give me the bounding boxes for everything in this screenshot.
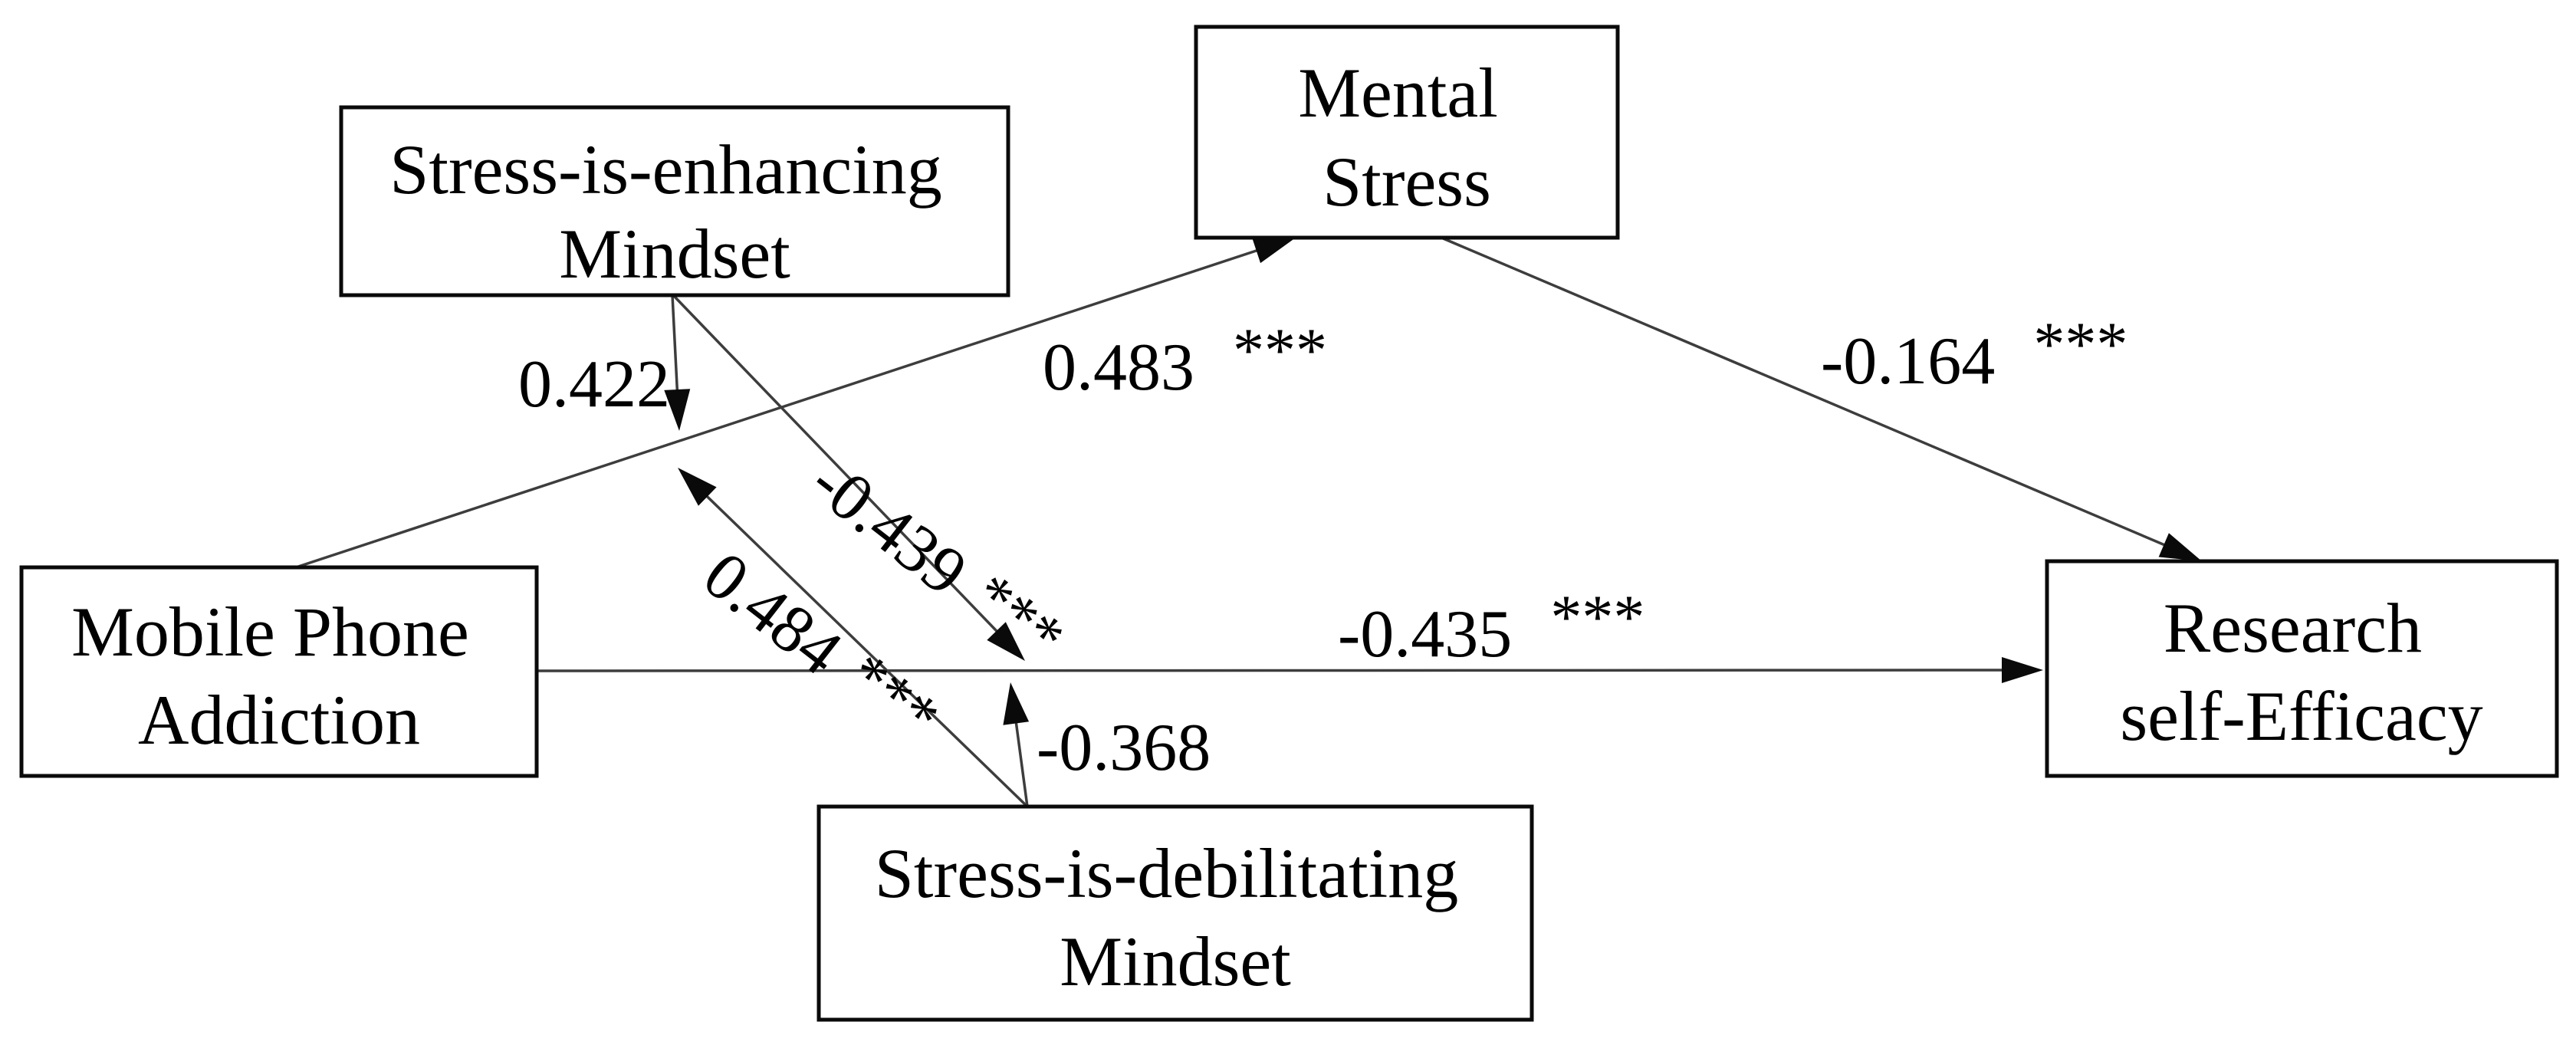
box-mobile-phone-addiction-border — [19, 565, 539, 778]
box-mental-stress-border — [1194, 25, 1620, 240]
arrow-mpa-to-rse-head — [2002, 657, 2043, 683]
box-stress-is-enhancing-mindset: Stress-is-enhancing Mindset — [339, 105, 1010, 297]
box-mobile-phone-addiction: Mobile Phone Addiction — [19, 565, 539, 778]
box-stress-is-debilitating-mindset-label: Stress-is-debilitating Mindset — [875, 834, 1476, 1001]
coef-minus0368-label: -0.368 — [1037, 711, 1211, 785]
arrow-debilitating-to-stress-path-head — [678, 468, 717, 506]
arrow-mpa-to-rse-line — [536, 669, 2029, 672]
box-research-self-efficacy-border — [2045, 559, 2559, 778]
box-stress-is-debilitating-mindset-border — [816, 804, 1534, 1022]
coef-minus0164-label: -0.164 *** — [1821, 309, 2128, 399]
box-mental-stress: Mental Stress — [1194, 25, 1620, 240]
box-stress-is-debilitating-mindset: Stress-is-debilitating Mindset — [816, 804, 1534, 1022]
box-mental-stress-label: Mental Stress — [1298, 54, 1516, 221]
box-stress-is-enhancing-mindset-border — [339, 105, 1010, 297]
box-research-self-efficacy: Research self-Efficacy — [2045, 559, 2559, 778]
arrow-enhancing-to-rse-path-head — [987, 622, 1025, 661]
arrow-debilitating-to-stress-path-line — [687, 477, 1029, 808]
arrow-mpa-to-mental-stress-head — [1252, 238, 1296, 264]
box-research-self-efficacy-label: Research self-Efficacy — [2120, 589, 2482, 755]
coef-minus0435-label: -0.435 *** — [1338, 582, 1644, 672]
arrow-enhancing-to-rse-path-line — [672, 294, 1016, 651]
box-stress-is-enhancing-mindset-label: Stress-is-enhancing Mindset — [389, 130, 960, 293]
arrow-mpa-to-mental-stress-line — [295, 241, 1283, 569]
arrow-enhancing-to-stress-path-head — [664, 389, 691, 431]
arrow-debilitating-to-rse-path-head — [1003, 682, 1030, 725]
coef-0483-label: 0.483 *** — [1043, 315, 1327, 405]
box-mobile-phone-addiction-label: Mobile Phone Addiction — [71, 593, 487, 759]
arrow-mental-stress-to-rse-line — [1441, 236, 2187, 556]
coef-0422-label: 0.422 — [518, 347, 670, 422]
arrow-mental-stress-to-rse-head — [2158, 533, 2202, 561]
